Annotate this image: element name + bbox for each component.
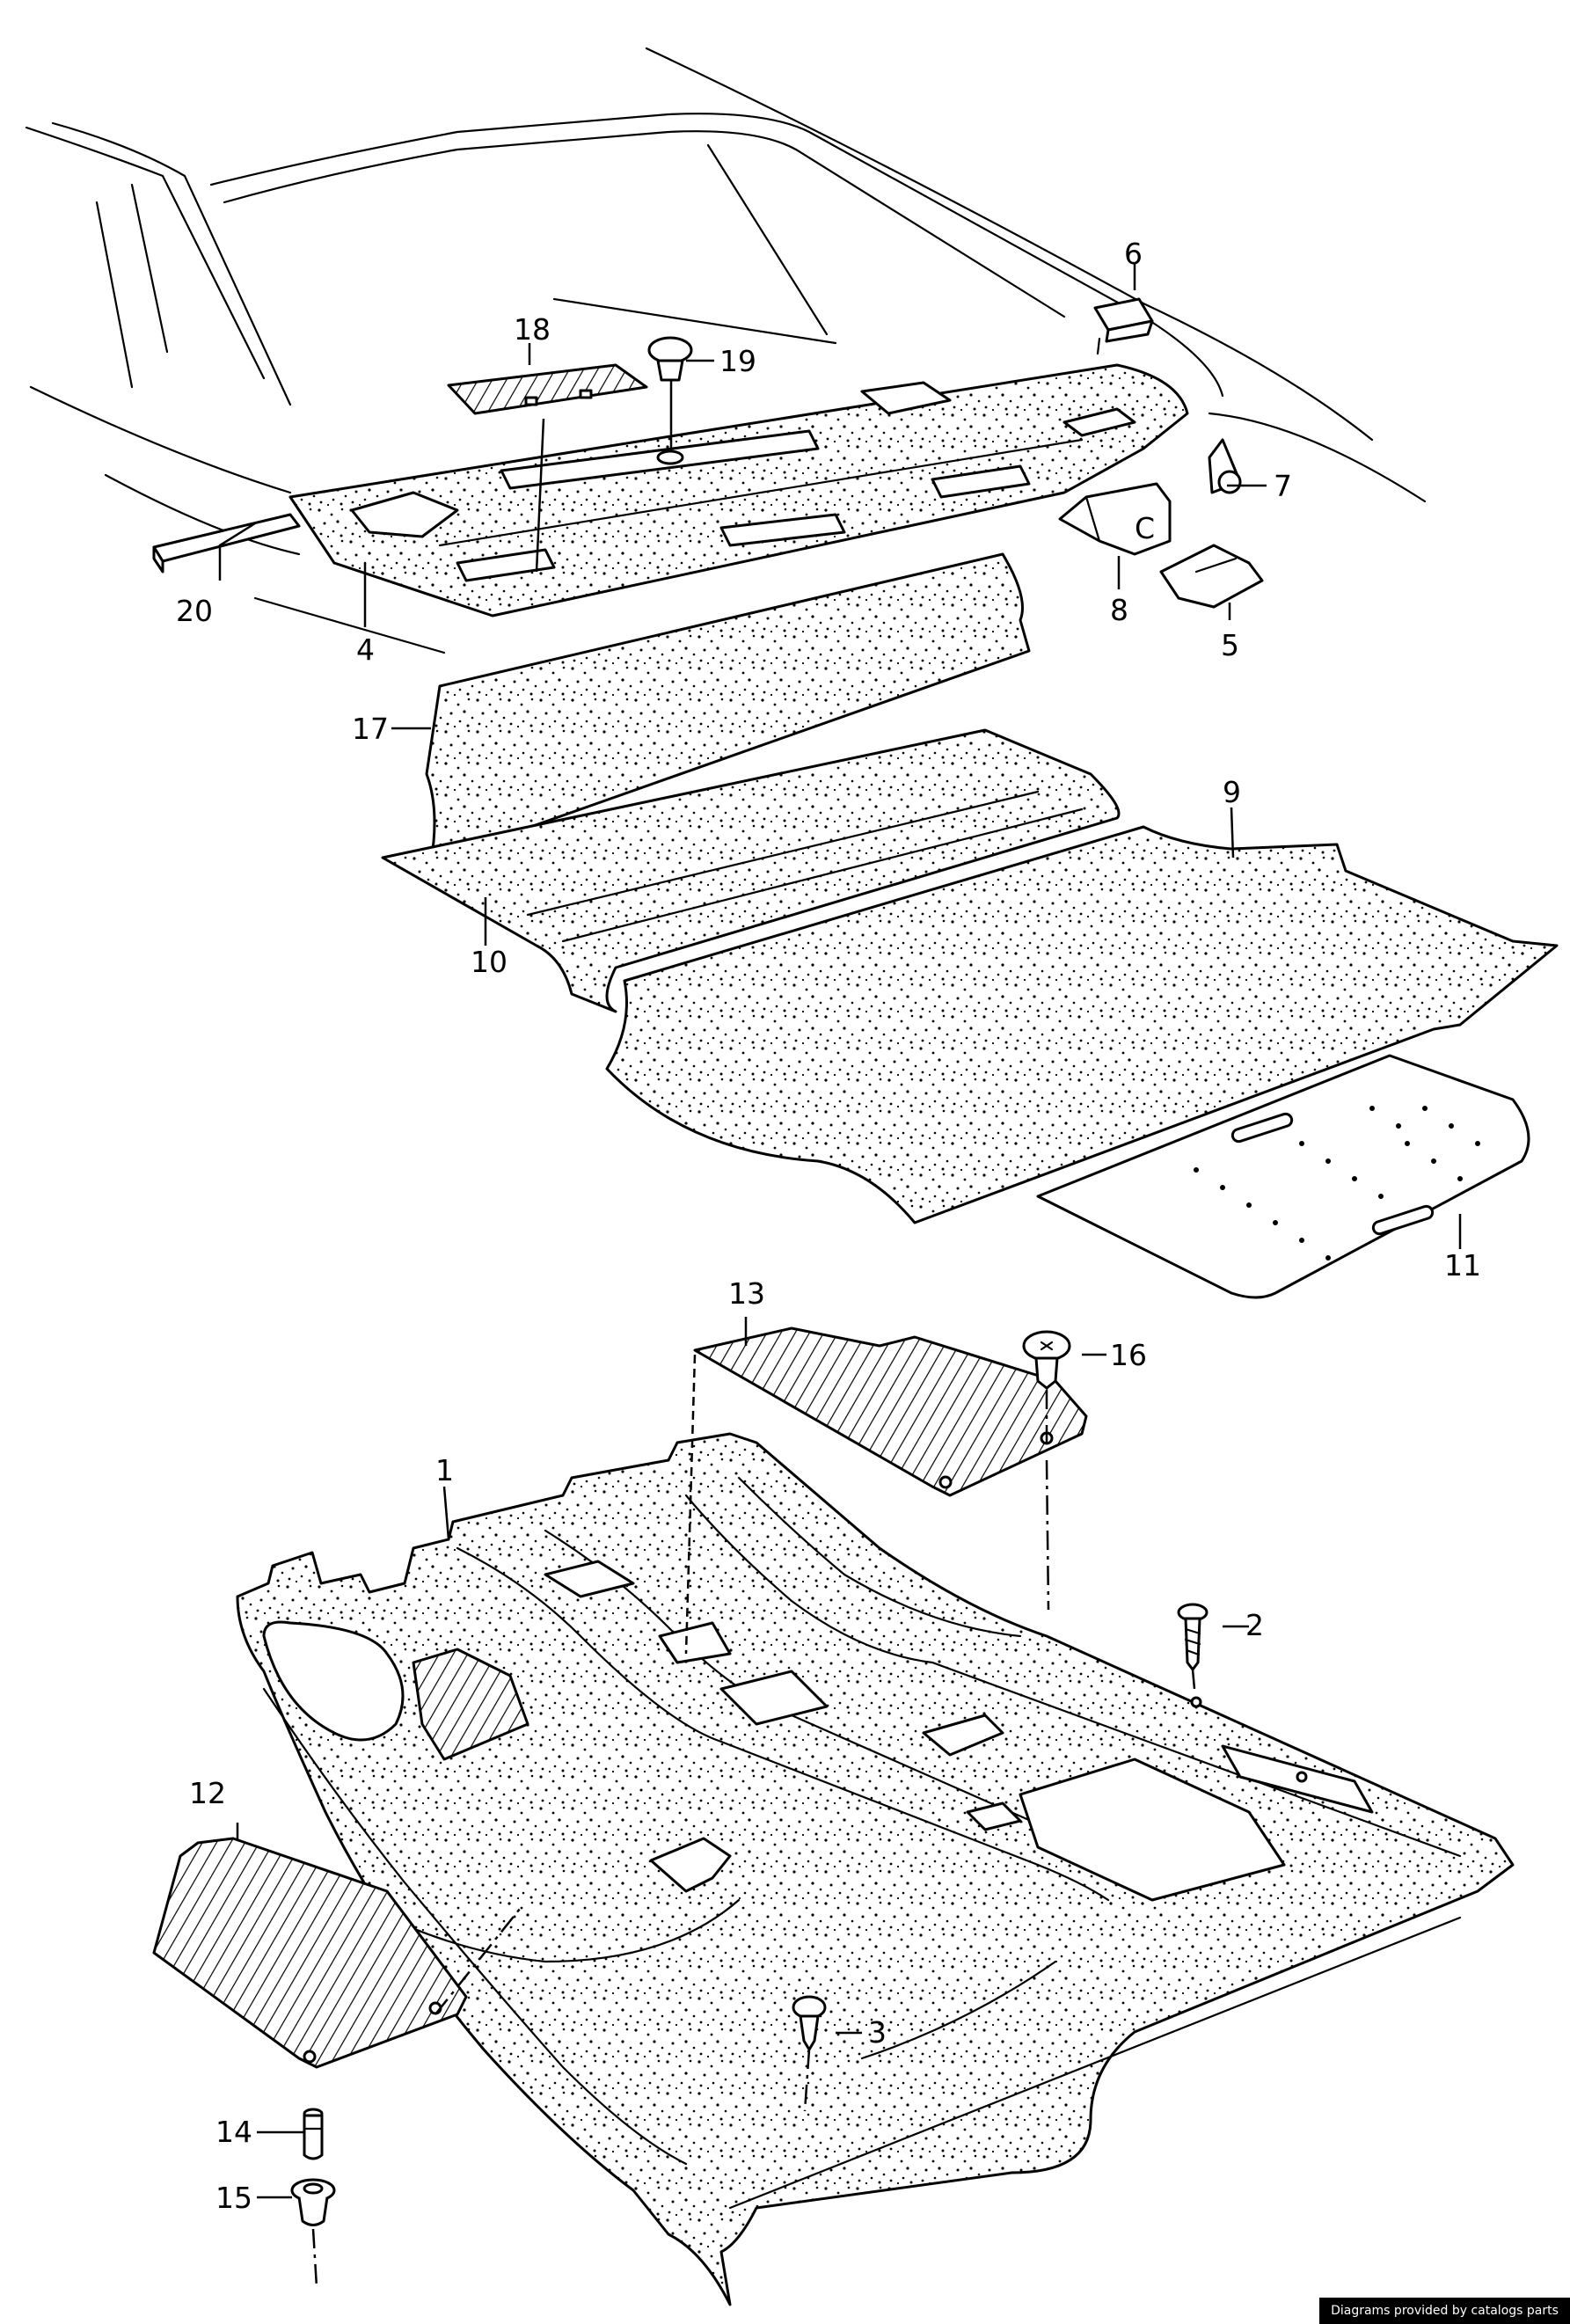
floor-board-part-11 (1036, 1054, 1530, 1299)
callout-7: 7 (1274, 469, 1292, 503)
floor-carpet-part-1 (236, 1432, 1515, 2306)
callout-6: 6 (1124, 237, 1143, 271)
bracket-mark: C (1135, 511, 1155, 545)
car-body-outline (25, 47, 1427, 654)
bracket-part-8: C (1058, 482, 1172, 556)
callout-9: 9 (1223, 775, 1241, 809)
callout-3: 3 (868, 2015, 887, 2050)
callout-16: 16 (1110, 1338, 1147, 1372)
bracket-part-5 (1159, 544, 1264, 609)
grommet-part-15 (290, 2178, 336, 2226)
luggage-mat-part-9 (605, 825, 1559, 1224)
screw-part-2 (1177, 1603, 1209, 1671)
clip-part-16 (1022, 1330, 1071, 1390)
callout-5: 5 (1221, 628, 1239, 662)
callout-15: 15 (215, 2181, 252, 2215)
callout-20: 20 (176, 594, 213, 628)
callout-1: 1 (435, 1453, 454, 1487)
fastener-part-14 (303, 2108, 324, 2160)
luggage-mat-part-10 (381, 728, 1121, 1013)
callout-4: 4 (356, 632, 375, 667)
callout-12: 12 (189, 1776, 226, 1810)
callout-14: 14 (215, 2115, 252, 2149)
rear-trim-panel (425, 552, 1031, 864)
callout-8: 8 (1110, 593, 1128, 627)
push-pin-part-3 (792, 1995, 827, 2051)
vent-grille (447, 363, 648, 415)
rail-strip (152, 513, 301, 574)
callout-2: 2 (1245, 1608, 1264, 1642)
leader-lines (218, 264, 1462, 2288)
shelf-clip (647, 336, 693, 382)
callout-11: 11 (1444, 1248, 1481, 1283)
callout-17: 17 (352, 712, 389, 746)
floor-mat-part-13 (693, 1326, 1088, 1497)
callout-10: 10 (471, 945, 508, 979)
watermark-banner: Diagrams provided by catalogs parts (1319, 2298, 1570, 2324)
callout-18: 18 (514, 312, 551, 347)
callout-labels: 1 2 3 4 5 6 7 8 9 10 11 12 13 14 15 16 1… (176, 237, 1481, 2215)
clip-part-6 (1093, 297, 1154, 355)
clip-part-7 (1208, 438, 1242, 494)
callout-19: 19 (719, 344, 756, 378)
parcel-shelf (288, 363, 1189, 618)
callout-13: 13 (728, 1276, 765, 1311)
